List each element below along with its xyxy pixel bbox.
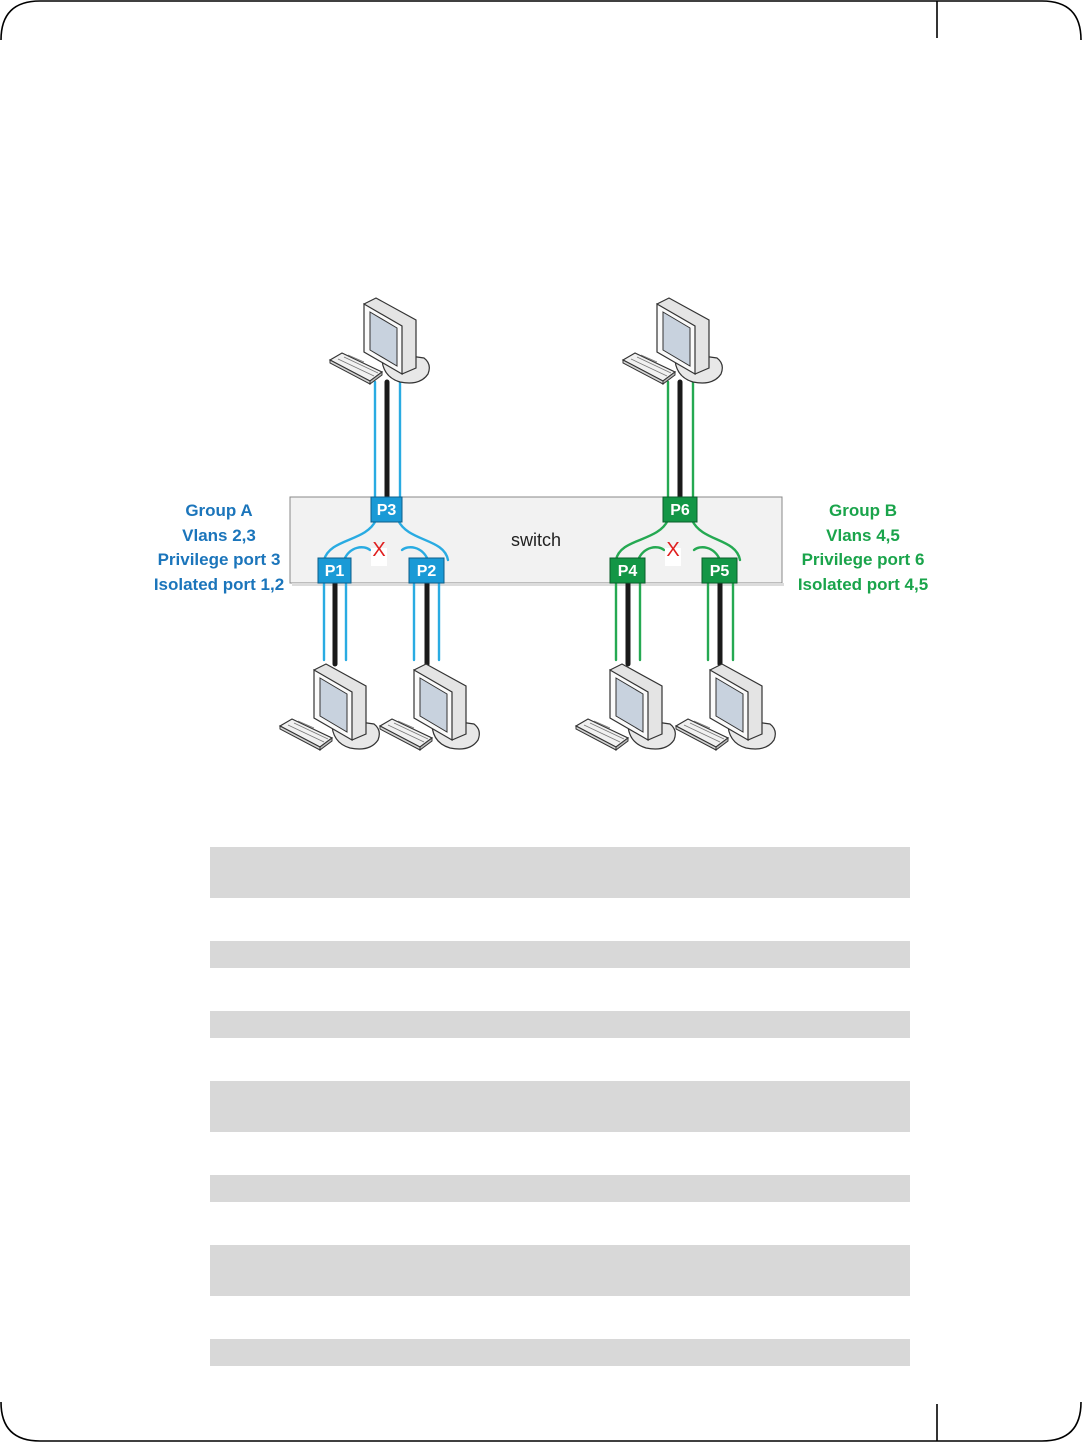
- group-a-links: [322, 379, 450, 667]
- blocked-marker-group-b: X: [665, 539, 681, 566]
- computer-icon: [329, 297, 430, 385]
- group-b-privilege: Privilege port 6: [801, 550, 925, 569]
- svg-text:P4: P4: [618, 563, 638, 580]
- redacted-row: [210, 1175, 910, 1202]
- redacted-row: [210, 1011, 910, 1038]
- group-b-isolated: Isolated port 4,5: [797, 574, 929, 594]
- port-p4: P4: [609, 557, 646, 584]
- computer-icon: [279, 663, 380, 751]
- port-p3: P3: [370, 496, 403, 523]
- port-p5: P5: [701, 557, 738, 584]
- group-b-links: [614, 379, 742, 667]
- redacted-row: [210, 1339, 910, 1366]
- svg-text:P2: P2: [417, 563, 437, 580]
- svg-text:P5: P5: [710, 563, 730, 580]
- group-b-label: Group B Vlans 4,5 Privilege port 6 Isola…: [780, 499, 946, 597]
- redacted-row: [210, 941, 910, 968]
- computer-icon: [379, 663, 480, 751]
- computer-icon: [675, 663, 776, 751]
- redacted-row: [210, 1081, 910, 1132]
- group-a-title: Group A: [185, 501, 253, 520]
- svg-text:X: X: [372, 539, 385, 561]
- svg-text:P3: P3: [377, 502, 397, 519]
- svg-text:P6: P6: [670, 502, 690, 519]
- port-p6: P6: [662, 496, 698, 523]
- group-b-vlans: Vlans 4,5: [826, 525, 900, 545]
- switch-label: switch: [511, 530, 561, 550]
- group-b-title: Group B: [829, 501, 897, 520]
- computer-icon: [575, 663, 676, 751]
- port-p2: P2: [408, 557, 445, 584]
- port-p1: P1: [317, 557, 352, 584]
- group-a-isolated: Isolated port 1,2: [153, 574, 285, 594]
- svg-text:P1: P1: [325, 563, 345, 580]
- group-a-label: Group A Vlans 2,3 Privilege port 3 Isola…: [140, 499, 298, 597]
- group-a-vlans: Vlans 2,3: [182, 525, 256, 545]
- group-a-privilege: Privilege port 3: [157, 550, 281, 569]
- blocked-marker-group-a: X: [371, 539, 387, 566]
- redacted-row: [210, 847, 910, 898]
- redacted-row: [210, 1245, 910, 1296]
- svg-text:X: X: [666, 539, 679, 561]
- computer-icon: [622, 297, 723, 385]
